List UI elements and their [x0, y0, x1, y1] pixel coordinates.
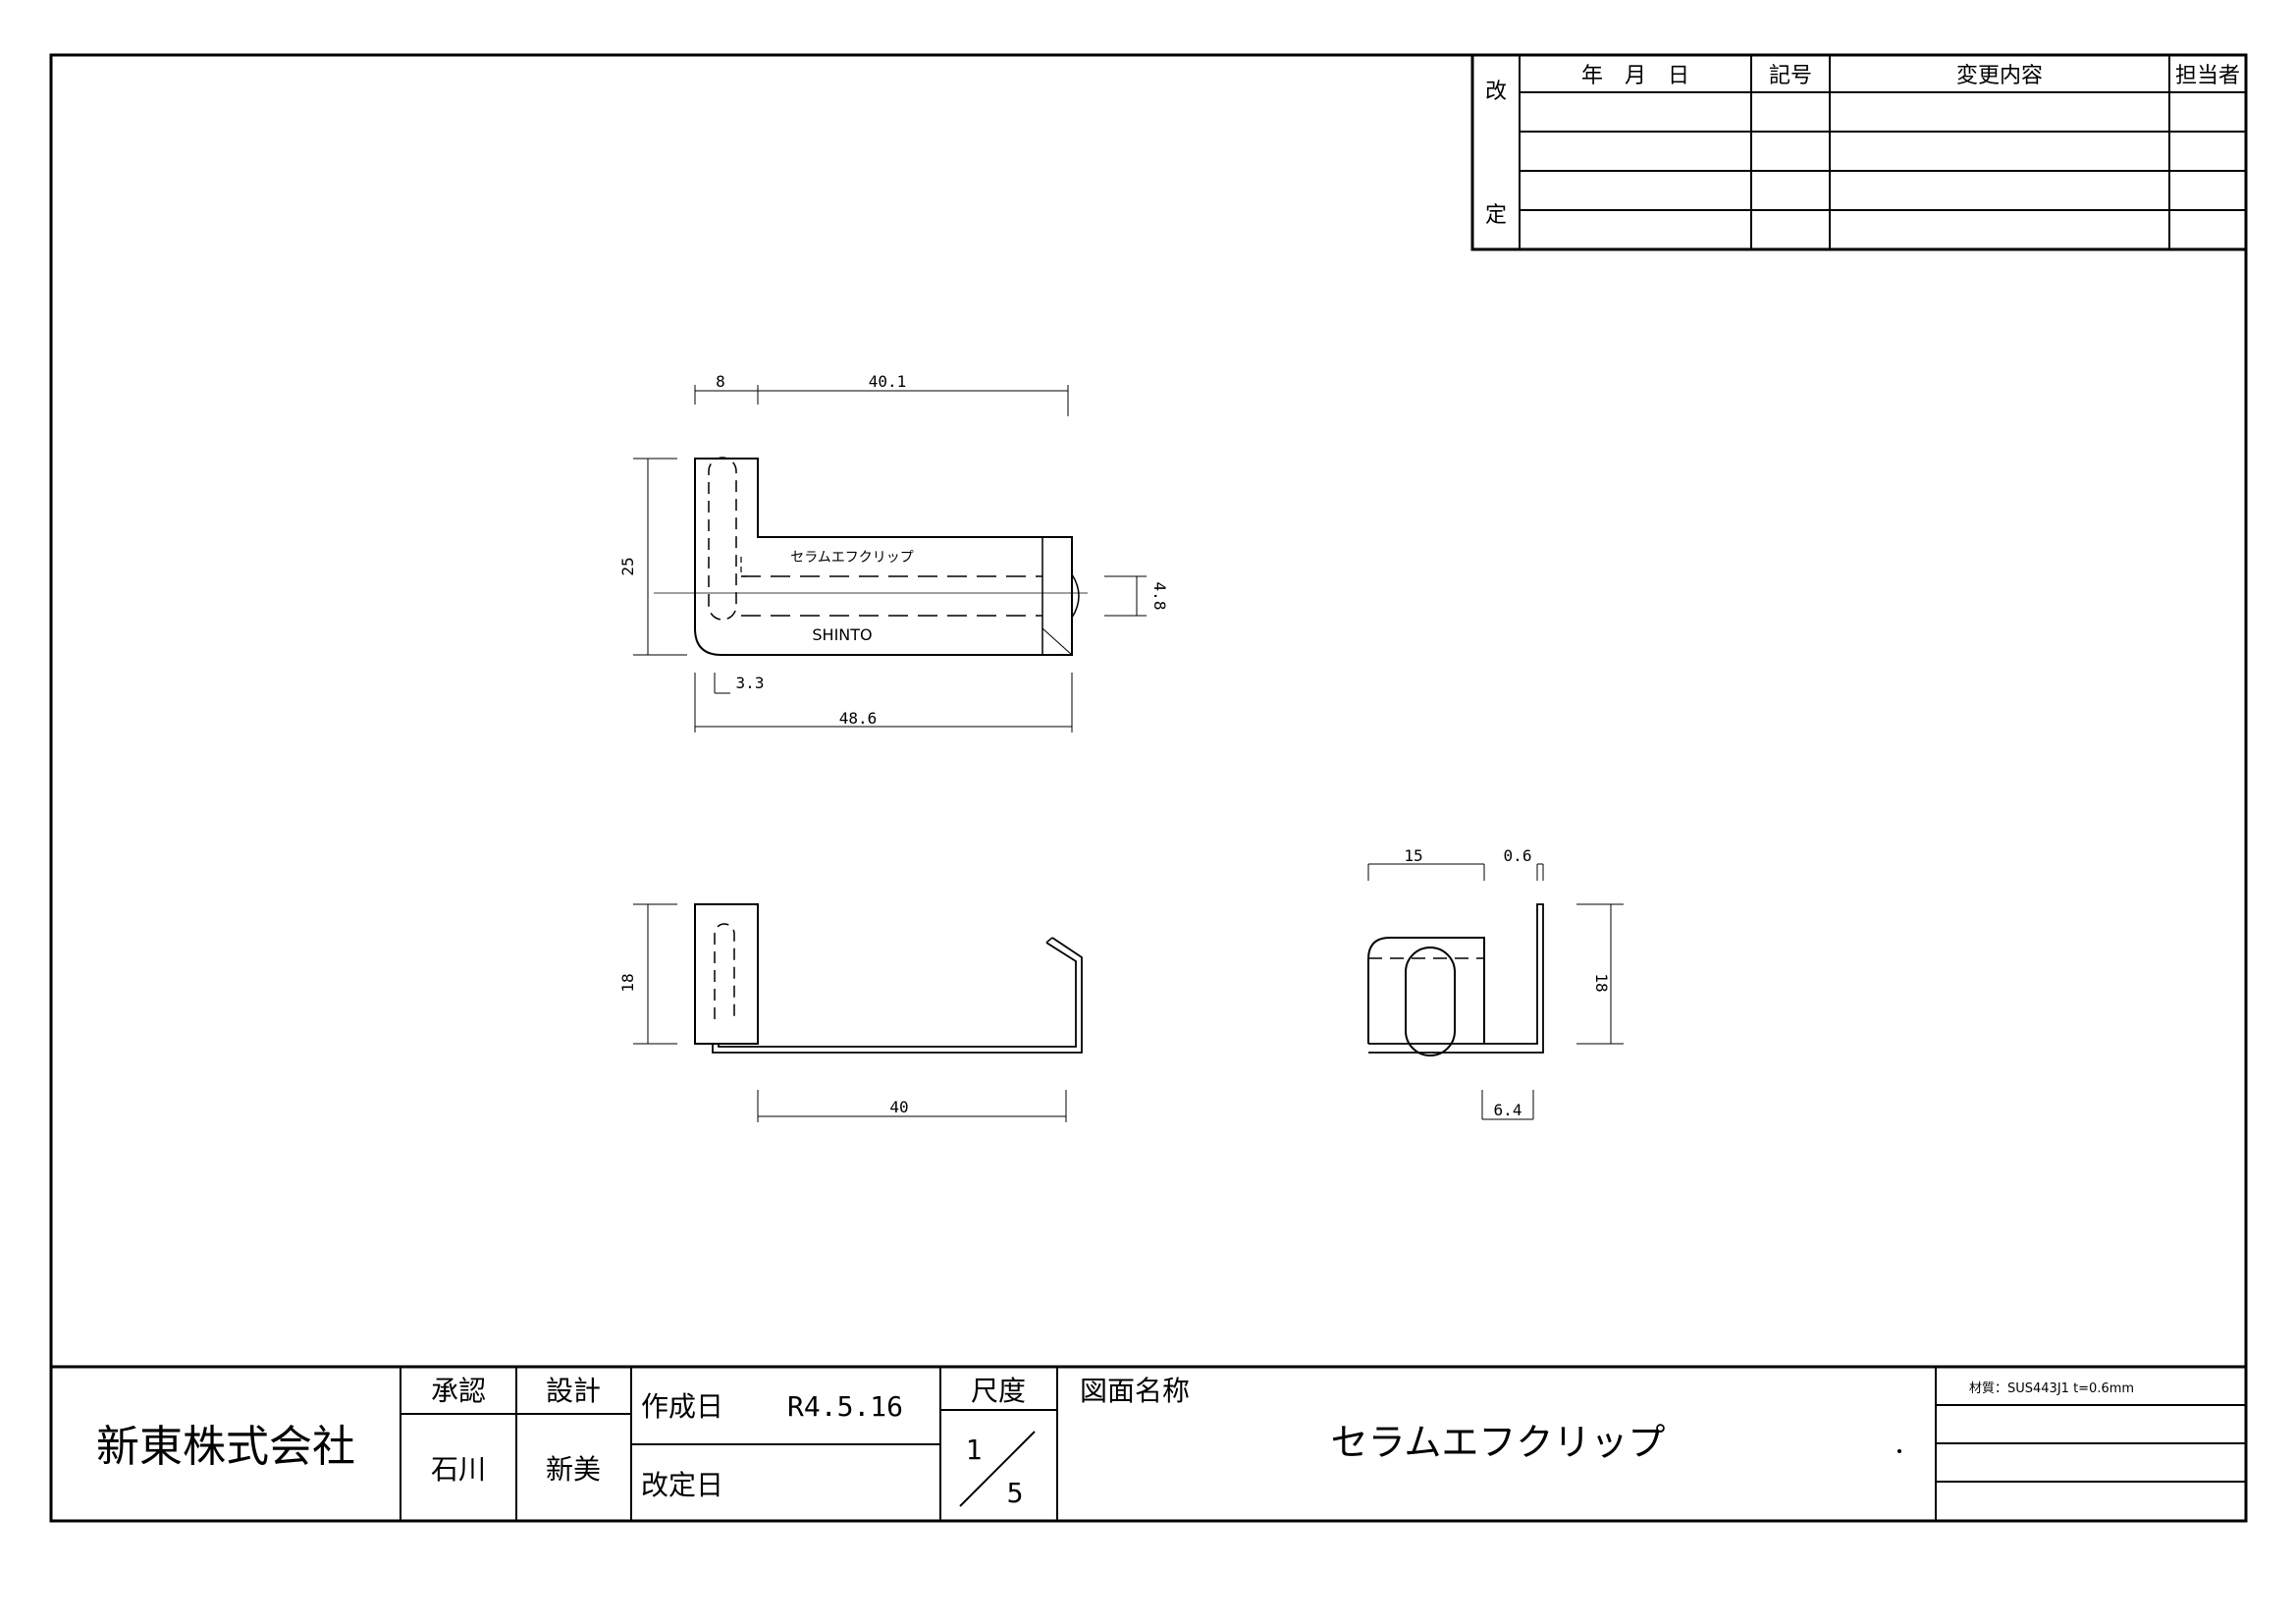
stray-dot: [1897, 1449, 1901, 1453]
design-name: 新美: [546, 1453, 601, 1486]
dim-side-6-4: 6.4: [1494, 1101, 1522, 1119]
dim-top-48-6: 48.6: [839, 709, 878, 728]
scale-numerator: 1: [966, 1434, 983, 1466]
dim-top-4-8: 4.8: [1150, 582, 1169, 611]
revision-table: [1470, 53, 2248, 251]
marking-brand: SHINTO: [812, 625, 872, 644]
front-view-profile-outer: [712, 937, 1083, 1054]
front-view-slot-hidden: [714, 923, 735, 1019]
created-label: 作成日: [641, 1390, 723, 1423]
dim-front-40: 40: [889, 1098, 908, 1116]
front-view: [694, 903, 1083, 1054]
dim-top-40-1: 40.1: [869, 372, 907, 391]
dim-top-8: 8: [716, 372, 725, 391]
sheet-border: [49, 53, 2248, 1523]
revision-header-date: 年 月 日: [1581, 64, 1689, 88]
dim-side-18: 18: [1592, 973, 1611, 992]
dim-side-0-6: 0.6: [1504, 846, 1532, 865]
dim-top-3-3: 3.3: [736, 674, 765, 692]
top-view-right-bump: [1071, 573, 1080, 619]
revision-side-label-top: 改: [1485, 80, 1507, 104]
front-view-dimension-lines: [633, 903, 1067, 1122]
drawing-name-label: 図面名称: [1080, 1375, 1190, 1407]
revision-header-mark: 記号: [1769, 64, 1812, 88]
revision-side-label-bottom: 定: [1485, 203, 1507, 228]
drawing-name: セラムエフクリップ: [1331, 1421, 1666, 1464]
top-view: [654, 457, 1088, 656]
company-name: 新東株式会社: [96, 1422, 355, 1472]
front-view-tab: [694, 903, 759, 1045]
revision-header-person: 担当者: [2175, 64, 2240, 88]
dim-front-18: 18: [618, 973, 637, 992]
top-view-dimension-lines: [633, 385, 1147, 732]
marking-katakana: セラムエフクリップ: [790, 550, 914, 566]
material-spec: 材質：SUS443J1 t=0.6mm: [1969, 1381, 2134, 1396]
side-view-body: [1367, 937, 1485, 1044]
side-view-dimension-lines: [1367, 863, 1624, 1120]
dim-top-25: 25: [618, 557, 637, 575]
created-value: R4.5.16: [787, 1390, 903, 1423]
approval-name: 石川: [431, 1453, 486, 1486]
dim-side-15: 15: [1404, 846, 1422, 865]
side-view: [1367, 903, 1544, 1056]
revision-header-content: 変更内容: [1956, 64, 2043, 88]
side-view-plate: [1368, 903, 1544, 1054]
side-view-slot: [1405, 947, 1456, 1056]
design-label: 設計: [546, 1375, 601, 1407]
title-block: [51, 1365, 2246, 1521]
top-view-slot-hidden: [708, 457, 737, 621]
scale-denominator: 5: [1007, 1477, 1024, 1509]
top-view-outline: [694, 458, 1073, 656]
scale-label: 尺度: [971, 1375, 1026, 1407]
approval-label: 承認: [431, 1375, 486, 1407]
revised-label: 改定日: [641, 1469, 723, 1501]
front-view-profile-inner: [718, 942, 1077, 1048]
